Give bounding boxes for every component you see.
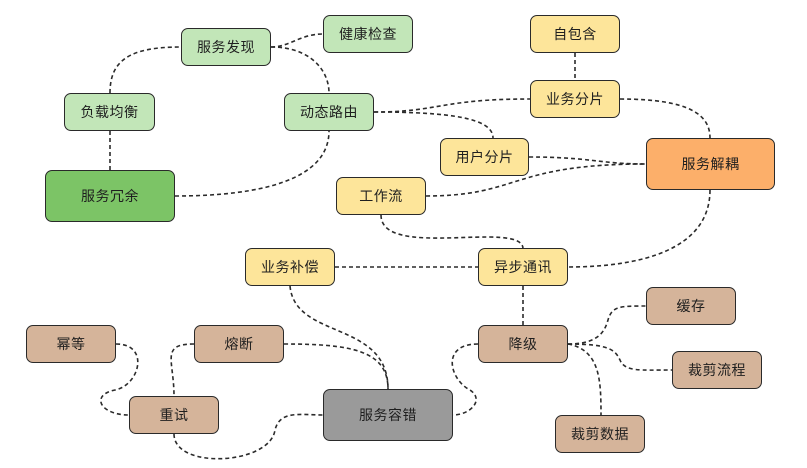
node-health-check[interactable]: 健康检查 bbox=[323, 15, 413, 53]
node-label: 重试 bbox=[159, 408, 189, 424]
edge-loadbalancing-discovery bbox=[109, 46, 182, 94]
edge-discovery-healthcheck bbox=[270, 33, 324, 48]
edge-retry-tolerance bbox=[173, 413, 324, 460]
node-self-contained[interactable]: 自包含 bbox=[530, 15, 620, 53]
node-service-discovery[interactable]: 服务发现 bbox=[181, 28, 271, 66]
edge-breaker-retry bbox=[170, 343, 195, 397]
node-trim-data[interactable]: 裁剪数据 bbox=[555, 415, 645, 453]
node-label: 幂等 bbox=[56, 337, 86, 353]
node-retry[interactable]: 重试 bbox=[129, 396, 219, 434]
edge-compensation-tolerance bbox=[289, 285, 389, 390]
edge-redundancy-routing bbox=[174, 130, 330, 197]
node-label: 动态路由 bbox=[300, 105, 358, 121]
node-circuit-breaker[interactable]: 熔断 bbox=[194, 325, 284, 363]
node-label: 服务发现 bbox=[197, 40, 255, 56]
node-label: 裁剪流程 bbox=[688, 363, 746, 379]
node-label: 异步通讯 bbox=[494, 260, 552, 276]
node-service-decoupling[interactable]: 服务解耦 bbox=[646, 138, 775, 190]
node-dynamic-routing[interactable]: 动态路由 bbox=[284, 93, 374, 131]
node-label: 健康检查 bbox=[339, 27, 397, 43]
node-label: 自包含 bbox=[553, 27, 597, 43]
node-label: 服务冗余 bbox=[81, 189, 139, 205]
node-label: 裁剪数据 bbox=[571, 427, 629, 443]
node-label: 服务容错 bbox=[359, 408, 417, 424]
edge-discovery-routing bbox=[270, 46, 330, 94]
node-degradation[interactable]: 降级 bbox=[478, 325, 568, 363]
node-async-communication[interactable]: 异步通讯 bbox=[478, 248, 568, 286]
node-cache[interactable]: 缓存 bbox=[646, 287, 736, 325]
node-workflow[interactable]: 工作流 bbox=[336, 177, 426, 215]
edge-degradation-cache bbox=[567, 305, 647, 345]
node-label: 用户分片 bbox=[455, 150, 514, 166]
node-trim-process[interactable]: 裁剪流程 bbox=[672, 351, 762, 389]
node-fault-tolerance[interactable]: 服务容错 bbox=[323, 389, 453, 441]
node-label: 业务分片 bbox=[546, 92, 604, 108]
node-idempotent[interactable]: 幂等 bbox=[26, 325, 116, 363]
node-label: 降级 bbox=[508, 337, 538, 353]
edge-bizsharding-decoupling bbox=[619, 98, 711, 139]
edge-routing-bizsharding bbox=[373, 98, 531, 113]
node-service-redundancy[interactable]: 服务冗余 bbox=[45, 170, 175, 222]
edge-breaker-tolerance bbox=[283, 343, 389, 390]
edge-usersharding-decoupling bbox=[528, 156, 647, 165]
edge-idempotent-retry bbox=[100, 343, 139, 416]
node-business-sharding[interactable]: 业务分片 bbox=[530, 80, 620, 118]
node-label: 业务补偿 bbox=[261, 260, 319, 276]
node-label: 熔断 bbox=[224, 337, 254, 353]
edge-degradation-trimprocess bbox=[567, 343, 673, 371]
edge-workflow-async bbox=[380, 214, 524, 249]
node-label: 服务解耦 bbox=[681, 157, 740, 173]
edge-degradation-trimdata bbox=[567, 343, 602, 416]
node-label: 工作流 bbox=[359, 189, 403, 205]
edge-workflow-decoupling bbox=[425, 163, 647, 197]
edge-degradation-tolerance bbox=[451, 343, 479, 416]
node-label: 负载均衡 bbox=[80, 105, 139, 121]
edge-routing-usersharding bbox=[373, 111, 494, 139]
node-user-sharding[interactable]: 用户分片 bbox=[440, 138, 529, 176]
node-business-compensation[interactable]: 业务补偿 bbox=[245, 248, 335, 286]
edge-decoupling-async bbox=[567, 189, 711, 268]
node-label: 缓存 bbox=[676, 299, 706, 315]
node-load-balancing[interactable]: 负载均衡 bbox=[64, 93, 155, 131]
